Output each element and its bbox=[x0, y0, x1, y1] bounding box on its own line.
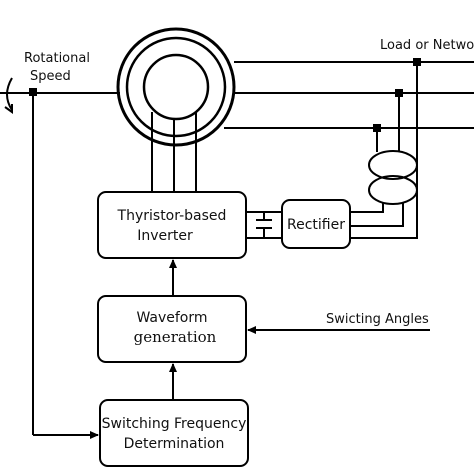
rotation-arrow-icon bbox=[4, 77, 13, 114]
load-node-3 bbox=[373, 124, 381, 132]
load-network-label: Load or Network bbox=[380, 38, 474, 53]
switching-angles-label: Swicting Angles bbox=[326, 312, 429, 327]
rectifier-block bbox=[281, 199, 351, 249]
rotational-speed-label-line1: Rotational bbox=[24, 51, 90, 66]
waveform-label-line2: generation bbox=[134, 328, 217, 346]
transformer bbox=[368, 150, 418, 205]
switching-frequency-label-line2: Determination bbox=[124, 436, 225, 452]
inverter-label-line1: Thyristor-based bbox=[117, 208, 227, 224]
dc-link-capacitor bbox=[246, 211, 282, 239]
transformer-rectifier-line-2 bbox=[350, 203, 404, 227]
waveform-label-line1: Waveform bbox=[136, 310, 207, 326]
switching-frequency-label-line1: Switching Frequency bbox=[102, 416, 247, 432]
inverter-label-line2: Inverter bbox=[137, 228, 193, 244]
rectifier-label: Rectifier bbox=[287, 217, 345, 233]
switching-frequency-block bbox=[99, 399, 249, 467]
generator-machine bbox=[116, 27, 236, 147]
shaft-speed-node bbox=[29, 88, 37, 96]
transformer-rectifier-line-3 bbox=[350, 203, 384, 213]
load-node-2 bbox=[395, 89, 403, 97]
inverter-block bbox=[97, 191, 247, 259]
rotational-speed-label-line2: Speed bbox=[30, 69, 71, 84]
transformer-rectifier-line-1 bbox=[350, 198, 418, 239]
load-node-1 bbox=[413, 58, 421, 66]
